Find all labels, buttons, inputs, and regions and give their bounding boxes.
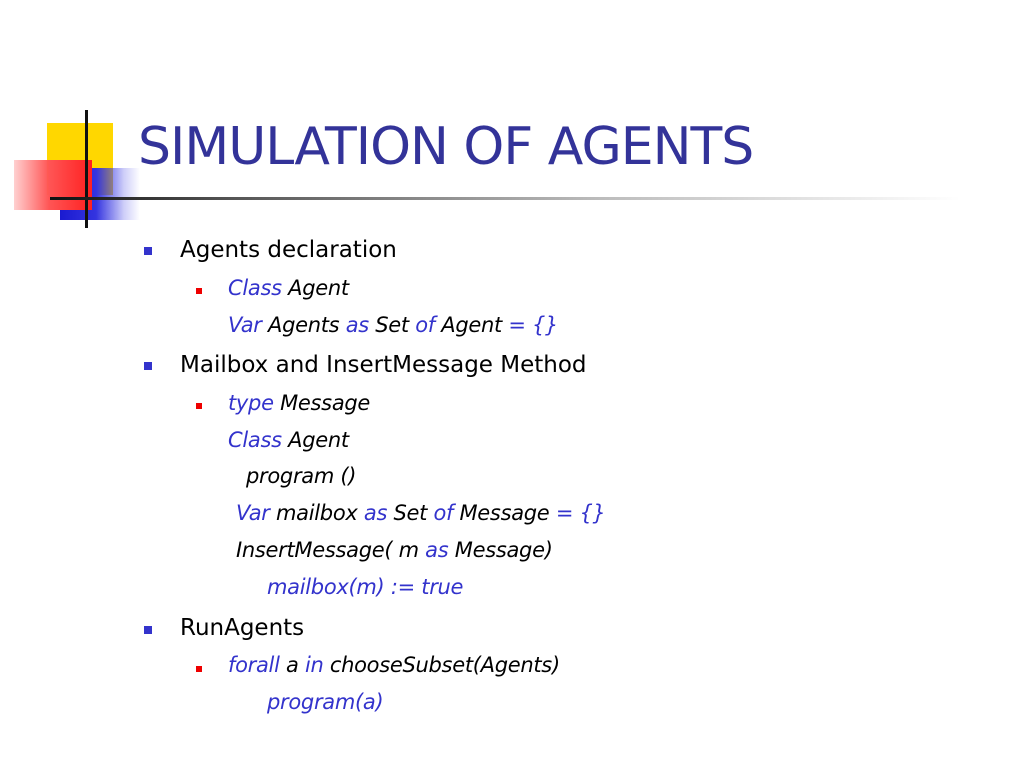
code-text: Message [453, 501, 556, 525]
code-line: Var mailbox as Set of Message = {} [236, 500, 606, 526]
code-keyword: forall [228, 653, 280, 677]
level1-bullet [144, 362, 152, 370]
code-keyword: as [425, 538, 449, 562]
code-text: Message [273, 391, 371, 415]
title-underline [50, 197, 960, 200]
code-text: program () [246, 464, 357, 488]
code-text: mailbox [269, 501, 364, 525]
code-text: Message) [448, 538, 553, 562]
code-keyword: as [345, 313, 370, 337]
code-line: Var Agents as Set of Agent = {} [228, 312, 558, 338]
code-keyword: mailbox(m) := true [267, 575, 464, 599]
code-text: Set [387, 501, 434, 525]
code-text: Agent [281, 428, 349, 452]
bullet-runagents: RunAgents [180, 615, 305, 641]
code-keyword: Class [228, 276, 282, 300]
code-line: InsertMessage( m as Message) [236, 537, 553, 563]
code-line: program () [246, 463, 356, 489]
code-keyword: of [433, 501, 454, 525]
code-text: InsertMessage( m [236, 538, 426, 562]
code-keyword: Var [228, 313, 262, 337]
code-keyword: = {} [508, 313, 559, 337]
code-line: Class Agent [228, 427, 349, 453]
code-text: Set [368, 313, 416, 337]
code-text: Agent [281, 276, 349, 300]
code-line: forall a in chooseSubset(Agents) [228, 652, 560, 678]
code-keyword: in [304, 653, 324, 677]
logo-red-square [14, 160, 92, 210]
code-line: mailbox(m) := true [267, 574, 463, 600]
code-line: type Message [228, 390, 370, 416]
level1-bullet [144, 626, 152, 634]
code-keyword: of [415, 313, 435, 337]
logo-vertical-line [85, 110, 88, 228]
code-text: a [279, 653, 305, 677]
level1-bullet [144, 247, 152, 255]
code-keyword: type [228, 391, 274, 415]
level2-bullet [196, 666, 202, 672]
code-text: Agent [434, 313, 509, 337]
code-keyword: = {} [555, 501, 606, 525]
code-keyword: Var [236, 501, 270, 525]
code-text: chooseSubset(Agents) [323, 653, 560, 677]
code-keyword: Class [228, 428, 282, 452]
code-text: Agents [261, 313, 346, 337]
code-keyword: program(a) [267, 690, 384, 714]
code-keyword: as [363, 501, 388, 525]
slide-title: SIMULATION OF AGENTS [138, 117, 754, 177]
bullet-agents-declaration: Agents declaration [180, 237, 397, 263]
bullet-mailbox-insertmessage: Mailbox and InsertMessage Method [180, 352, 587, 378]
level2-bullet [196, 288, 202, 294]
code-line: program(a) [267, 689, 384, 715]
level2-bullet [196, 403, 202, 409]
code-line: Class Agent [228, 275, 349, 301]
